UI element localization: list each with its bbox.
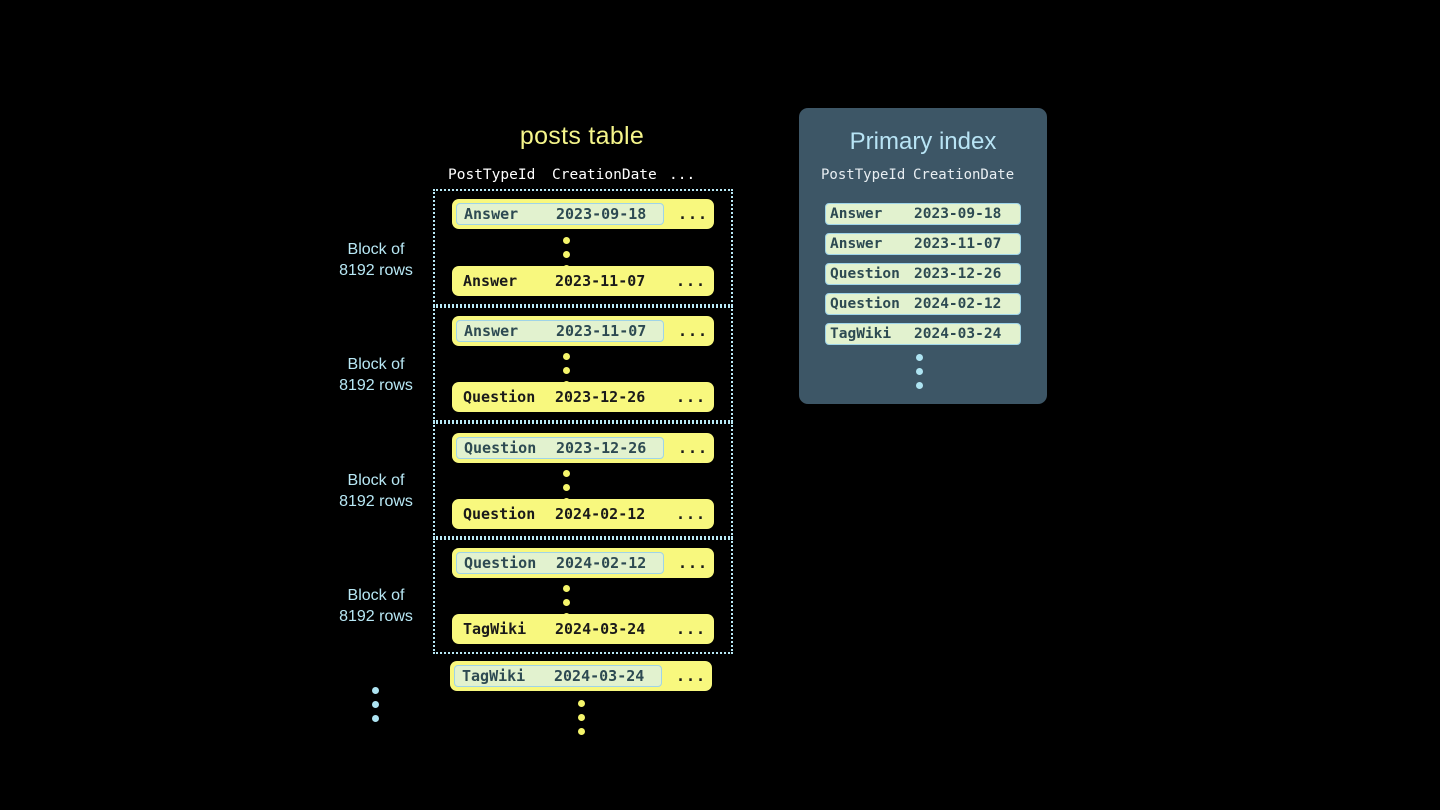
block-label-line1: Block of bbox=[347, 587, 405, 604]
cell-posttypeid: Answer bbox=[830, 236, 883, 252]
primary-index-title: Primary index bbox=[849, 128, 997, 155]
table-block-3: Question 2023-12-26 ... Question 2024-02… bbox=[433, 422, 733, 538]
table-row: Question 2024-02-12 ... bbox=[452, 548, 714, 578]
cell-posttypeid: Answer bbox=[463, 272, 518, 290]
cell-creationdate: 2024-03-24 bbox=[554, 667, 645, 685]
cell-more: ... bbox=[676, 620, 707, 638]
table-row: Question 2023-12-26 ... bbox=[452, 382, 714, 412]
cell-creationdate: 2024-02-12 bbox=[555, 505, 646, 523]
table-block-2: Answer 2023-11-07 ... Question 2023-12-2… bbox=[433, 306, 733, 422]
block-label-line2: 8192 rows bbox=[339, 493, 413, 510]
column-header-more: ... bbox=[669, 167, 696, 183]
table-row: Question 2024-02-12 ... bbox=[452, 499, 714, 529]
column-header-creationdate: CreationDate bbox=[913, 167, 1015, 183]
cell-posttypeid: Question bbox=[464, 554, 537, 572]
cell-creationdate: 2023-09-18 bbox=[914, 206, 1002, 222]
cell-more: ... bbox=[678, 554, 709, 572]
cell-posttypeid: TagWiki bbox=[462, 667, 526, 685]
cell-creationdate: 2023-11-07 bbox=[914, 236, 1002, 252]
cell-posttypeid: Question bbox=[464, 439, 537, 457]
index-row: Question 2024-02-12 bbox=[825, 293, 1021, 315]
posts-table-column-headers: PostTypeId CreationDate ... bbox=[448, 165, 713, 185]
cell-posttypeid: Answer bbox=[464, 205, 519, 223]
cell-more: ... bbox=[676, 667, 707, 685]
block-continuation-ellipsis-icon bbox=[372, 687, 379, 722]
index-row: Question 2023-12-26 bbox=[825, 263, 1021, 285]
index-ellipsis-icon bbox=[916, 354, 923, 389]
cell-more: ... bbox=[678, 439, 709, 457]
cell-more: ... bbox=[676, 388, 707, 406]
primary-index-panel: Primary index PostTypeId CreationDate An… bbox=[799, 108, 1047, 404]
cell-creationdate: 2023-12-26 bbox=[914, 266, 1002, 282]
block-label-3: Block of 8192 rows bbox=[316, 470, 436, 512]
cell-posttypeid: Question bbox=[463, 505, 536, 523]
cell-more: ... bbox=[678, 205, 709, 223]
cell-creationdate: 2024-02-12 bbox=[556, 554, 647, 572]
cell-creationdate: 2024-03-24 bbox=[914, 326, 1002, 342]
table-block-4: Question 2024-02-12 ... TagWiki 2024-03-… bbox=[433, 538, 733, 654]
cell-posttypeid: TagWiki bbox=[830, 326, 892, 342]
table-row: TagWiki 2024-03-24 ... bbox=[450, 661, 712, 691]
block-label-line1: Block of bbox=[347, 241, 405, 258]
table-row: Question 2023-12-26 ... bbox=[452, 433, 714, 463]
block-label-line1: Block of bbox=[347, 472, 405, 489]
block-label-4: Block of 8192 rows bbox=[316, 585, 436, 627]
table-row: Answer 2023-11-07 ... bbox=[452, 316, 714, 346]
cell-creationdate: 2023-12-26 bbox=[555, 388, 646, 406]
cell-creationdate: 2023-11-07 bbox=[556, 322, 647, 340]
cell-posttypeid: TagWiki bbox=[463, 620, 527, 638]
block-label-line1: Block of bbox=[347, 356, 405, 373]
column-header-posttypeid: PostTypeId bbox=[448, 167, 536, 183]
block-label-line2: 8192 rows bbox=[339, 608, 413, 625]
table-block-1: Answer 2023-09-18 ... Answer 2023-11-07 … bbox=[433, 189, 733, 306]
cell-creationdate: 2024-03-24 bbox=[555, 620, 646, 638]
cell-creationdate: 2023-11-07 bbox=[555, 272, 646, 290]
cell-creationdate: 2023-12-26 bbox=[556, 439, 647, 457]
cell-posttypeid: Answer bbox=[830, 206, 883, 222]
block-label-line2: 8192 rows bbox=[339, 377, 413, 394]
cell-posttypeid: Question bbox=[830, 266, 900, 282]
table-bottom-ellipsis-icon bbox=[578, 700, 585, 735]
cell-posttypeid: Question bbox=[463, 388, 536, 406]
table-row: TagWiki 2024-03-24 ... bbox=[452, 614, 714, 644]
cell-more: ... bbox=[676, 272, 707, 290]
cell-more: ... bbox=[678, 322, 709, 340]
column-header-posttypeid: PostTypeId bbox=[821, 167, 906, 183]
table-row: Answer 2023-09-18 ... bbox=[452, 199, 714, 229]
cell-more: ... bbox=[676, 505, 707, 523]
index-row: Answer 2023-09-18 bbox=[825, 203, 1021, 225]
block-label-line2: 8192 rows bbox=[339, 262, 413, 279]
table-row: Answer 2023-11-07 ... bbox=[452, 266, 714, 296]
cell-posttypeid: Question bbox=[830, 296, 900, 312]
block-label-1: Block of 8192 rows bbox=[316, 239, 436, 281]
block-label-2: Block of 8192 rows bbox=[316, 354, 436, 396]
cell-creationdate: 2023-09-18 bbox=[556, 205, 647, 223]
index-row: TagWiki 2024-03-24 bbox=[825, 323, 1021, 345]
index-row: Answer 2023-11-07 bbox=[825, 233, 1021, 255]
page-title: posts table bbox=[519, 122, 645, 150]
column-header-creationdate: CreationDate bbox=[552, 167, 657, 183]
cell-posttypeid: Answer bbox=[464, 322, 519, 340]
primary-index-column-headers: PostTypeId CreationDate bbox=[821, 167, 1031, 183]
cell-creationdate: 2024-02-12 bbox=[914, 296, 1002, 312]
